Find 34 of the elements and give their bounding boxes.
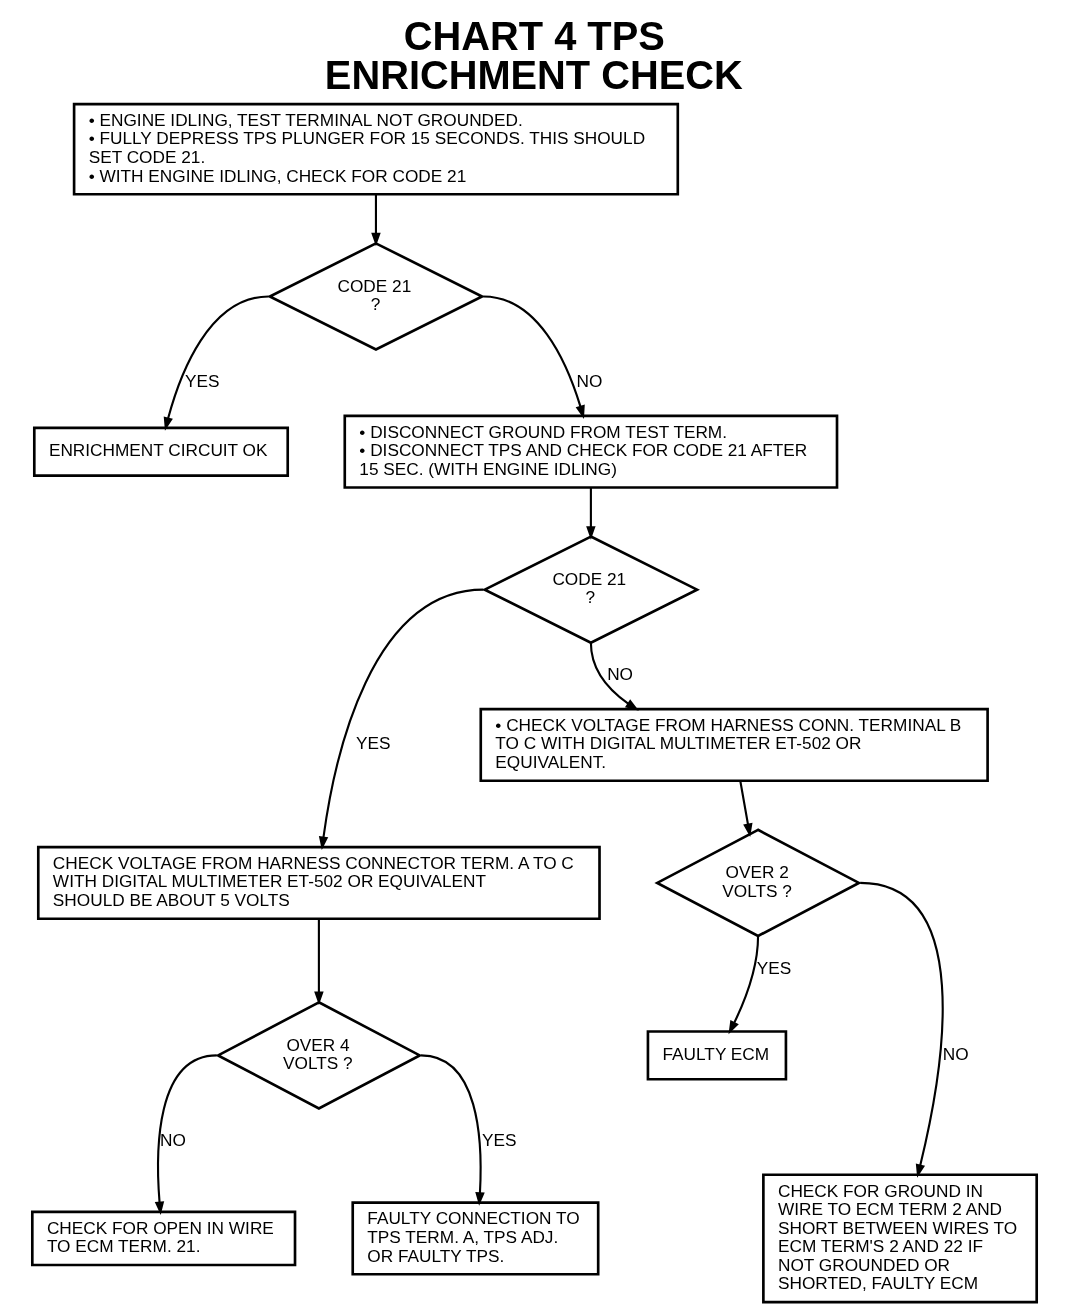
node-box: • ENGINE IDLING, TEST TERMINAL NOT GROUNDED. • FULLY DEPRESS TPS PLUNGER FOR 15 SECONDS. THIS SHOULD SET CODE 21. • WITH ENGINE IDLING, CHECK FOR CODE 21 (72, 102, 679, 196)
edge-label: NO (576, 371, 602, 392)
arrow (370, 194, 381, 247)
node-box: FAULTY ECM (646, 1030, 787, 1081)
arrow (420, 1054, 485, 1206)
diagram-title: CHART 4 TPS ENRICHMENT CHECK (324, 13, 743, 98)
edge-label: NO (159, 1130, 186, 1151)
node-box: • CHECK VOLTAGE FROM HARNESS CONN. TERMINAL B TO C WITH DIGITAL MULTIMETER ET-502 OR EQUIVALENT. (478, 707, 989, 783)
edge-label: YES (184, 371, 219, 392)
node-box: • DISCONNECT GROUND FROM TEST TERM. • DISCONNECT TPS AND CHECK FOR CODE 21 AFTER 15 SEC. (WITH ENGINE IDLING) (342, 414, 838, 489)
edge-label: YES (481, 1130, 517, 1151)
arrow (728, 935, 759, 1035)
node-diamond: OVER 2 VOLTS ? (653, 828, 862, 938)
edge-label: NO (942, 1043, 969, 1064)
arrow (589, 642, 639, 711)
arrow (318, 588, 484, 851)
node-diamond: CODE 21 ? (266, 241, 485, 351)
node-box: CHECK FOR OPEN IN WIRE TO ECM TERM. 21. (30, 1210, 296, 1267)
edge-label: NO (606, 664, 633, 685)
arrow (482, 295, 585, 419)
node-box: FAULTY CONNECTION TO TPS TERM. A, TPS ADJ. OR FAULTY TPS. (350, 1201, 599, 1276)
arrow (163, 295, 269, 431)
arrow (859, 881, 944, 1178)
node-diamond: OVER 4 VOLTS ? (214, 1000, 423, 1110)
node-diamond: CODE 21 ? (481, 535, 700, 645)
node-box: ENRICHMENT CIRCUIT OK (32, 426, 289, 477)
node-box: CHECK VOLTAGE FROM HARNESS CONNECTOR TERM. A TO C WITH DIGITAL MULTIMETER ET-502 OR EQUIVALENT SHOULD BE ABOUT 5 VOLTS (36, 845, 601, 921)
edge-label: YES (355, 733, 391, 754)
arrow (585, 487, 596, 540)
arrow (313, 919, 324, 1006)
node-box: CHECK FOR GROUND IN WIRE TO ECM TERM 2 AND SHORT BETWEEN WIRES TO ECM TERM'S 2 AND 22 IF NOT GROUNDED OR SHORTED, FAULTY ECM (761, 1173, 1038, 1304)
arrow (738, 780, 752, 837)
edge-label: YES (756, 957, 791, 978)
arrow (154, 1054, 217, 1216)
